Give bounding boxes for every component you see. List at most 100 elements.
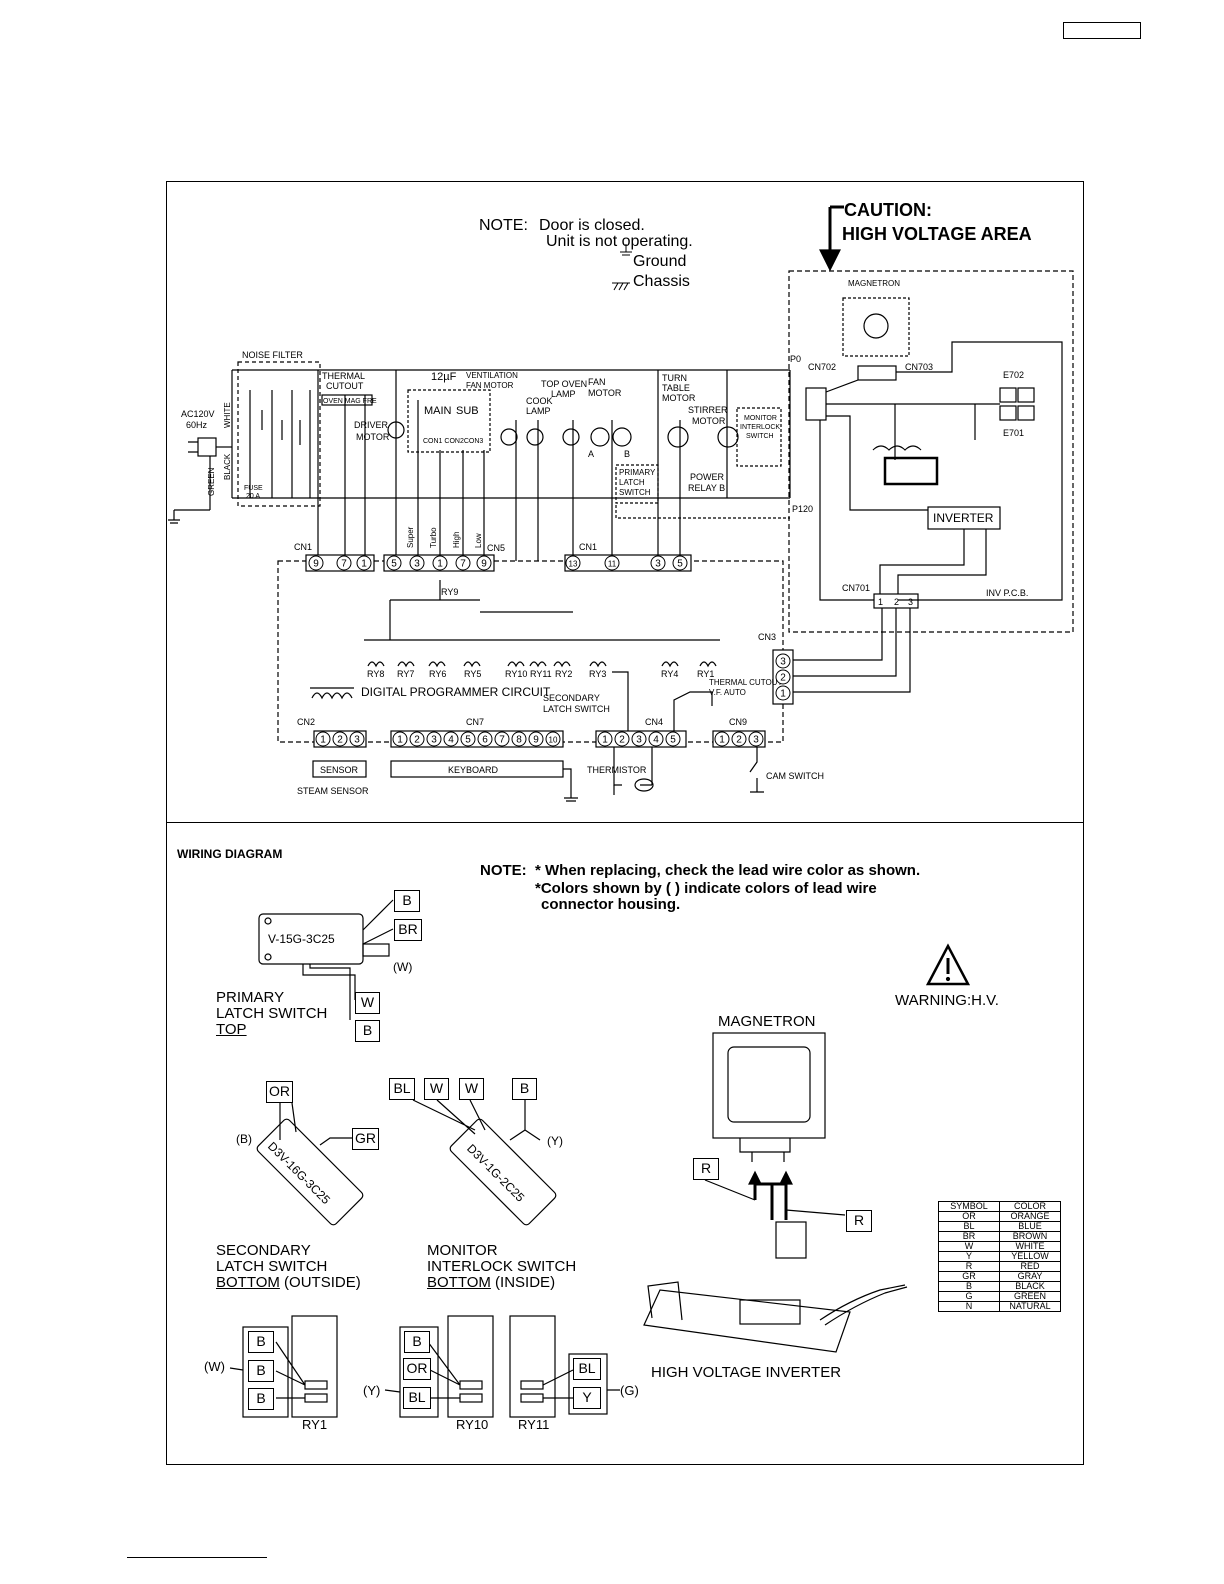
label-fuse-amp: 20 A [246, 493, 260, 500]
monitor-housing-color: (Y) [547, 1134, 563, 1148]
label-inverter: INVERTER [933, 511, 994, 525]
label-top-oven: TOP OVEN [541, 379, 587, 389]
table-cell: NATURAL [999, 1301, 1061, 1312]
pin-circle [349, 731, 365, 747]
pin-circle [597, 731, 613, 747]
page-number-box [1063, 22, 1141, 39]
ry1-label: RY1 [302, 1417, 328, 1432]
pin-number: 1 [719, 735, 725, 746]
tag-secondary-or: OR [266, 1081, 293, 1103]
pin-number: 6 [482, 735, 488, 746]
pin-circle [775, 653, 791, 669]
pin-number: 10 [549, 736, 558, 745]
pin-number: 2 [894, 597, 899, 607]
label-interlock: INTERLOCK [740, 424, 780, 431]
pin-circle [409, 731, 425, 747]
pin-number: 5 [391, 559, 397, 570]
pin-circle [477, 731, 493, 747]
label-ry2: RY2 [555, 669, 572, 679]
pin-circle [775, 685, 791, 701]
pin-circle [614, 731, 630, 747]
label-latch: LATCH [619, 478, 645, 487]
label-thermal-cutout-vf: THERMAL CUTOUT [709, 678, 782, 687]
tag-ry1-b1: B [248, 1331, 274, 1353]
label-hz: 60Hz [186, 420, 208, 430]
label-ry7: RY7 [397, 669, 414, 679]
label-secondary: SECONDARY [543, 693, 600, 703]
label-cutout: CUTOUT [326, 381, 364, 391]
monitor-label-2: INTERLOCK SWITCH [427, 1258, 577, 1275]
pin-number: 13 [569, 560, 578, 569]
label-stirrer: STIRRER [688, 405, 728, 415]
label-driver: DRIVER [354, 420, 389, 430]
label-table: TABLE [662, 383, 690, 393]
pin-number: 3 [753, 735, 759, 746]
pin-number: 7 [341, 559, 347, 570]
pin-circle [392, 731, 408, 747]
primary-switch-body [258, 913, 364, 965]
label-sub: SUB [456, 405, 479, 417]
note-line-1: Door is closed. [539, 217, 645, 234]
primary-label-2: LATCH SWITCH [216, 1005, 328, 1022]
pin-number: 1 [780, 689, 786, 700]
pin-circle [511, 731, 527, 747]
pin-circle [775, 669, 791, 685]
label-cn1-b: CN1 [579, 542, 597, 552]
high-voltage-area [788, 270, 1074, 633]
secondary-housing-color: (B) [236, 1132, 252, 1146]
label-low: Low [474, 533, 483, 548]
label-ry11: RY11 [530, 669, 552, 679]
note-line-2: Unit is not operating. [546, 233, 693, 250]
pin-number: 2 [414, 735, 420, 746]
label-fan-motor: FAN MOTOR [466, 381, 514, 390]
warning-hv: WARNING:H.V. [895, 992, 999, 1009]
label-cam-switch: CAM SWITCH [766, 771, 824, 781]
pin-number: 5 [670, 735, 676, 746]
ry10-label: RY10 [456, 1417, 489, 1432]
pin-circle [308, 555, 324, 571]
label-main: MAIN [424, 405, 452, 417]
pin-number: 1 [878, 597, 883, 607]
footer-rule [127, 1557, 267, 1558]
secondary-label-1: SECONDARY [216, 1242, 311, 1259]
label-digital-programmer: DIGITAL PROGRAMMER CIRCUIT [361, 685, 551, 699]
pin-circle [443, 731, 459, 747]
label-con: CON1 CON2CON3 [423, 438, 483, 445]
label-fan: FAN [588, 377, 606, 387]
tag-primary-b: B [394, 890, 420, 912]
pin-circle [714, 731, 730, 747]
label-cook: COOK [526, 396, 553, 406]
pin-circle [460, 731, 476, 747]
label-cn5: CN5 [487, 543, 505, 553]
label-monitor-switch: SWITCH [746, 433, 774, 440]
pin-number: 2 [780, 673, 786, 684]
label-latch-switch: SWITCH [619, 488, 651, 497]
hv-inverter-label: HIGH VOLTAGE INVERTER [651, 1364, 842, 1381]
wiring-title: WIRING DIAGRAM [177, 847, 283, 861]
pin-circle [315, 731, 331, 747]
label-ry9: RY9 [441, 587, 458, 597]
label-cn4: CN4 [645, 717, 663, 727]
label-high: High [452, 532, 461, 548]
label-cn1-a: CN1 [294, 542, 312, 552]
pin-number: 1 [397, 735, 403, 746]
label-cn9: CN9 [729, 717, 747, 727]
label-ry4: RY4 [661, 669, 678, 679]
pin-number: 4 [653, 735, 659, 746]
pin-number: 9 [533, 735, 539, 746]
label-thermal: THERMAL [322, 371, 365, 381]
section-divider [166, 822, 1084, 823]
pin-circle [672, 555, 688, 571]
label-table-motor: MOTOR [662, 393, 696, 403]
pin-number: 9 [481, 559, 487, 570]
tag-monitor-w1: W [424, 1078, 449, 1100]
pin-number: 8 [516, 735, 522, 746]
pin-number: 11 [608, 560, 617, 569]
tag-primary-br: BR [394, 919, 422, 941]
pin-number: 1 [602, 735, 608, 746]
secondary-label-3-bottom: BOTTOM [216, 1274, 280, 1291]
tag-ry1-b3: B [248, 1388, 274, 1410]
monitor-label-3: BOTTOM (INSIDE) [427, 1275, 555, 1291]
